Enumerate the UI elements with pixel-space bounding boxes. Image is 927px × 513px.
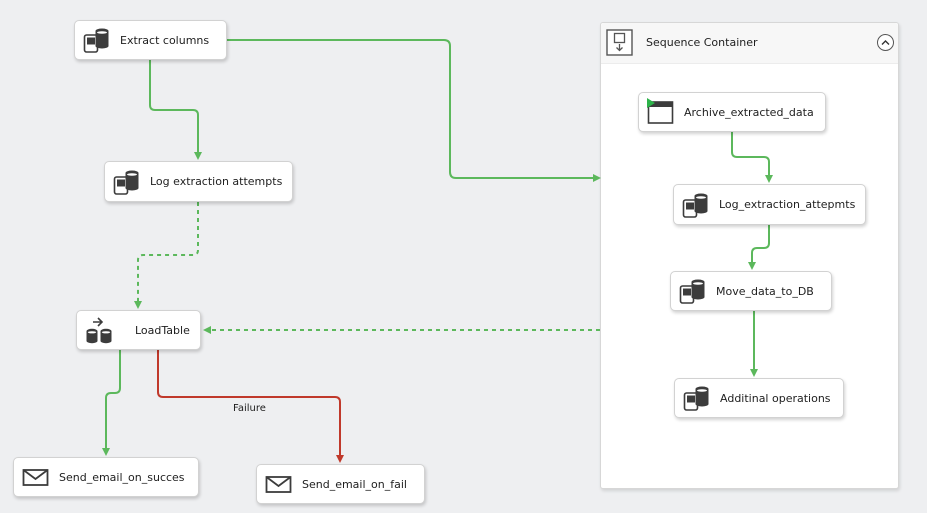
task-label: Extract columns — [120, 34, 210, 47]
failure-constraint[interactable] — [157, 350, 344, 463]
sql-task-icon — [682, 193, 708, 218]
task-send-email-on-success[interactable]: Send_email_on_succes — [13, 457, 199, 497]
sequence-container-icon — [606, 29, 633, 56]
chevron-up-icon — [881, 40, 890, 45]
task-log-extraction-attepmts[interactable]: Log_extraction_attepmts — [673, 184, 866, 225]
task-label: Archive_extracted_data — [684, 106, 814, 119]
task-label: Send_email_on_fail — [302, 478, 407, 491]
mail-icon — [265, 476, 292, 493]
sequence-container-title: Sequence Container — [646, 36, 758, 49]
task-additional-operations[interactable]: Additinal operations — [674, 378, 844, 418]
task-label: Move_data_to_DB — [716, 285, 814, 298]
task-label: Log_extraction_attepmts — [719, 198, 856, 211]
collapse-button[interactable] — [877, 34, 894, 51]
failure-constraint-label: Failure — [233, 403, 266, 414]
sql-task-icon — [83, 28, 109, 53]
sql-task-icon — [113, 170, 139, 195]
success-constraint[interactable] — [227, 39, 601, 182]
task-label: LoadTable — [135, 324, 190, 337]
task-send-email-on-fail[interactable]: Send_email_on_fail — [256, 464, 425, 504]
success-constraint[interactable] — [102, 350, 121, 456]
task-label: Additinal operations — [720, 392, 831, 405]
task-load-table[interactable]: LoadTable — [76, 310, 201, 350]
mail-icon — [22, 469, 49, 486]
sequence-container-header[interactable]: Sequence Container — [601, 23, 898, 64]
task-label: Log extraction attempts — [150, 175, 283, 188]
task-extract-columns[interactable]: Extract columns — [74, 20, 227, 60]
task-move-data-to-db[interactable]: Move_data_to_DB — [670, 271, 832, 311]
data-flow-task-icon — [86, 317, 112, 344]
execute-process-task-icon — [647, 98, 674, 124]
success-constraint[interactable] — [731, 132, 773, 183]
sql-task-icon — [679, 279, 705, 304]
task-label: Send_email_on_succes — [59, 471, 185, 484]
task-archive-extracted-data[interactable]: Archive_extracted_data — [638, 92, 826, 132]
sql-task-icon — [683, 386, 709, 411]
success-constraint[interactable] — [748, 225, 770, 270]
completion-constraint[interactable] — [134, 202, 199, 309]
success-constraint[interactable] — [149, 60, 202, 160]
task-log-extraction-attempts[interactable]: Log extraction attempts — [104, 161, 293, 202]
